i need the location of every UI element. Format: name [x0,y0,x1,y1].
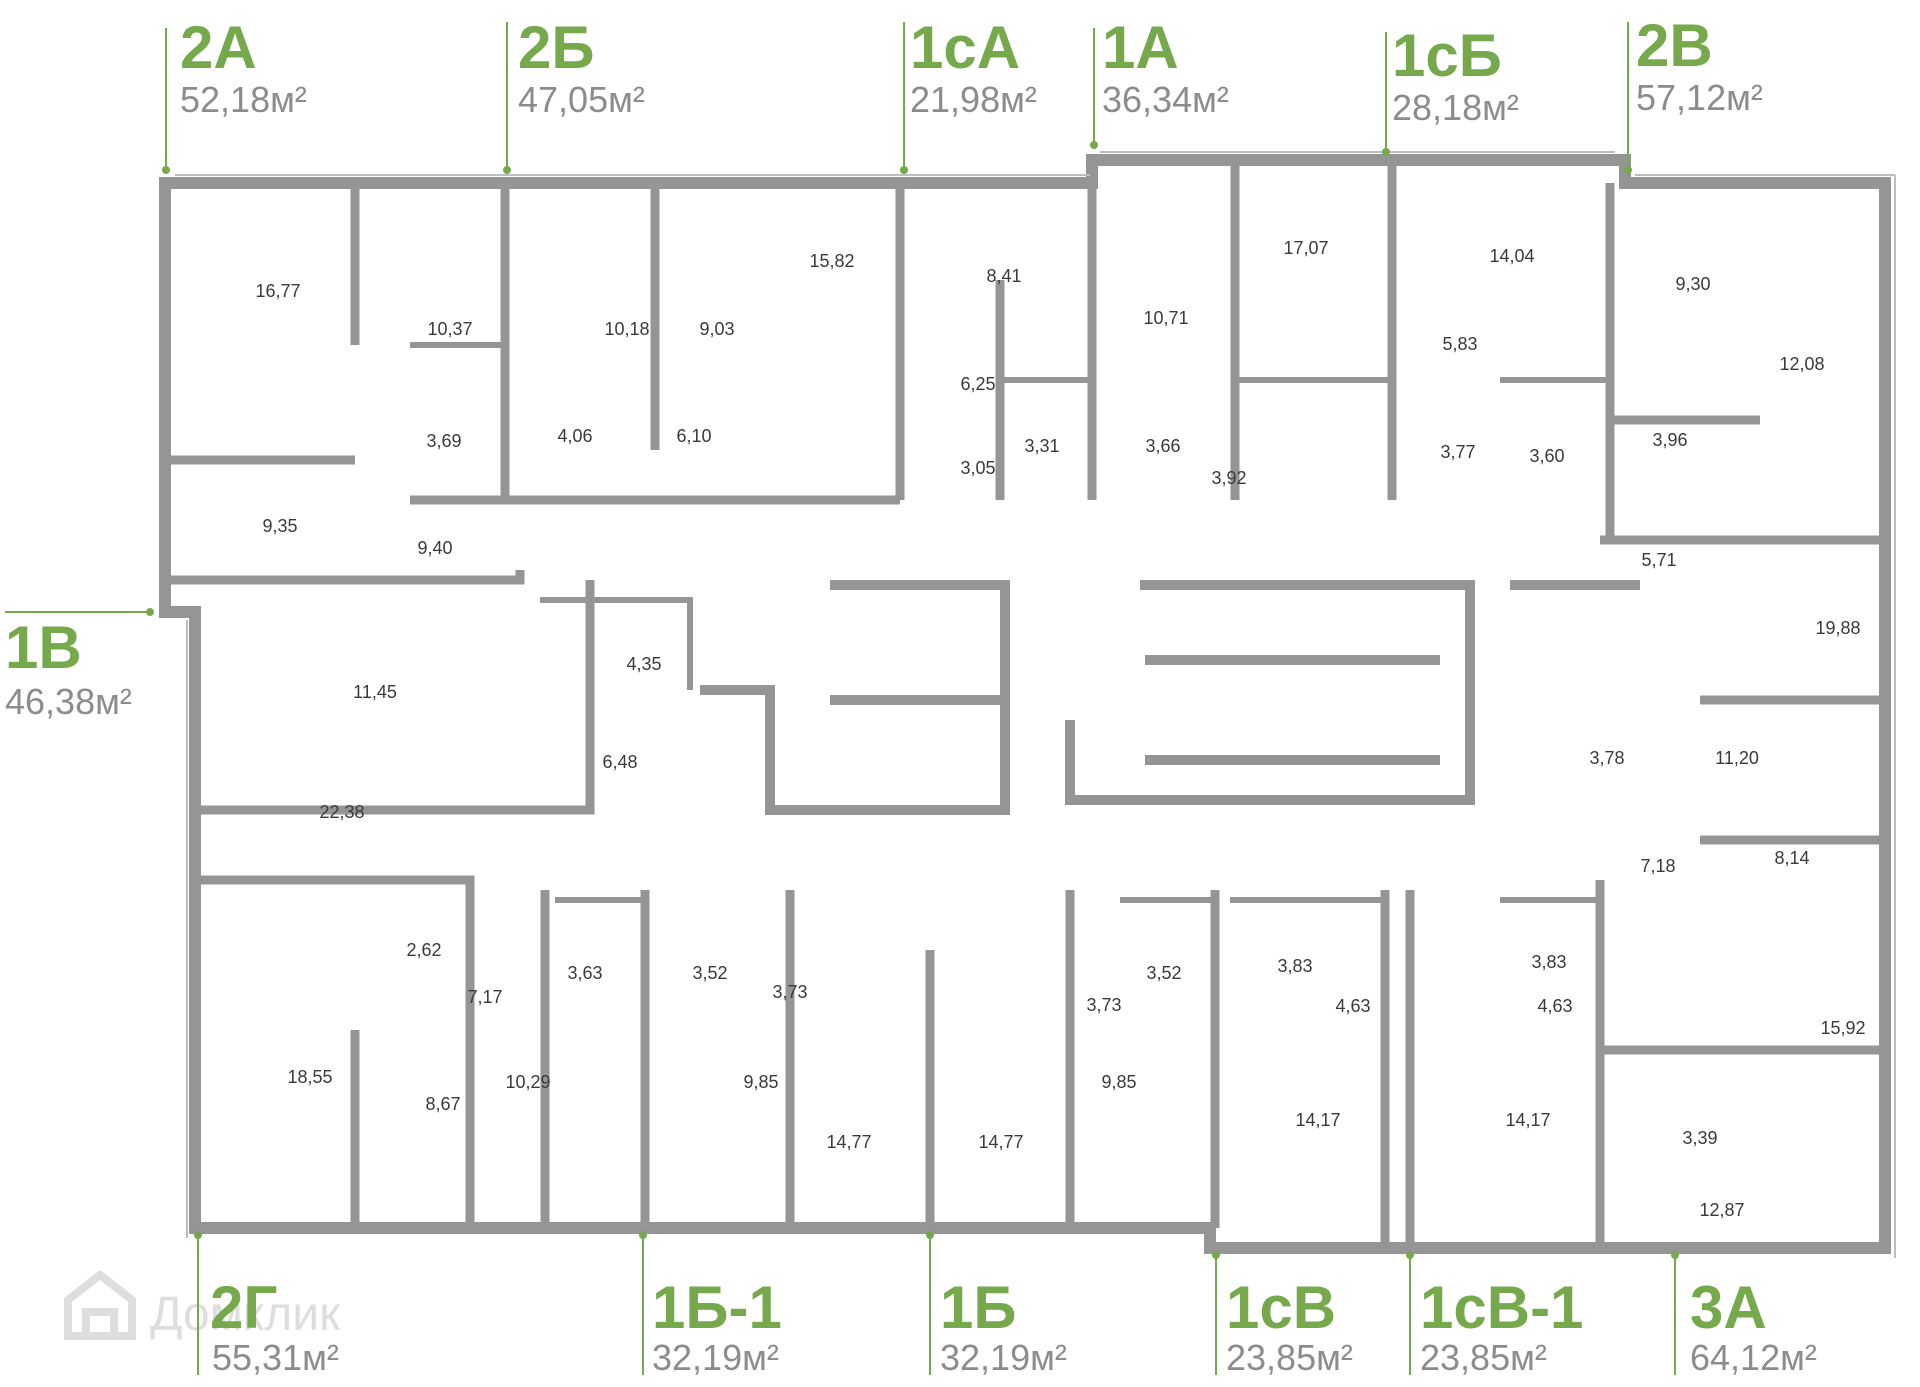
room-area: 3,96 [1652,430,1687,450]
building-walls [159,151,1896,1258]
room-area: 9,85 [1101,1072,1136,1092]
apartment-area: 23,85м² [1226,1337,1353,1378]
watermark-text: Домклик [150,1288,341,1341]
room-area: 18,55 [287,1067,332,1087]
room-area: 3,77 [1440,442,1475,462]
apartment-code: 2Б [518,14,595,81]
room-area: 4,35 [626,654,661,674]
room-area: 3,83 [1277,956,1312,976]
apartment-area: 57,12м² [1636,77,1763,118]
room-area: 3,31 [1024,436,1059,456]
room-area: 10,18 [604,319,649,339]
room-area: 14,77 [826,1132,871,1152]
room-area: 8,14 [1774,848,1809,868]
room-area: 6,25 [960,374,995,394]
room-area: 2,62 [406,940,441,960]
room-area: 4,06 [557,426,592,446]
room-area: 12,08 [1779,354,1824,374]
room-area: 3,52 [1146,963,1181,983]
apartment-code: 3А [1690,1274,1767,1341]
room-area: 10,29 [505,1072,550,1092]
room-area: 3,05 [960,458,995,478]
room-area: 14,04 [1489,246,1534,266]
room-area: 4,63 [1335,996,1370,1016]
room-area: 11,45 [353,682,397,702]
room-area: 15,92 [1820,1018,1865,1038]
lower-partitions [195,580,1885,1248]
room-area: 11,20 [1715,748,1759,768]
apartment-code: 2А [180,14,257,81]
room-area: 3,66 [1145,436,1180,456]
room-area: 9,30 [1675,274,1710,294]
house-icon [64,1269,136,1340]
upper-partitions [165,160,1885,585]
room-area: 3,92 [1211,468,1246,488]
room-area: 3,83 [1531,952,1566,972]
room-area: 9,35 [262,516,297,536]
apartment-area: 47,05м² [518,79,645,120]
room-area: 22,38 [319,802,364,822]
apartment-labels: 2А 52,18м² 2Б 47,05м² 1сА 21,98м² 1А 36,… [5,12,1817,1378]
apartment-code: 1сВ-1 [1420,1274,1583,1341]
room-area: 5,71 [1641,550,1676,570]
apartment-area: 36,34м² [1102,79,1229,120]
room-area-labels: 16,77 10,37 10,18 9,03 15,82 8,41 10,71 … [255,238,1865,1220]
apartment-code: 2В [1636,12,1713,79]
room-area: 6,10 [676,426,711,446]
room-area: 8,67 [425,1094,460,1114]
room-area: 14,17 [1505,1110,1550,1130]
room-area: 16,77 [255,281,300,301]
room-area: 8,41 [986,266,1021,286]
room-area: 3,69 [426,431,461,451]
window-lines [175,151,1896,1258]
room-area: 3,63 [567,963,602,983]
watermark: Домклик [64,1269,341,1341]
room-area: 10,71 [1143,308,1188,328]
outer-wall [159,154,1891,1254]
apartment-code: 1В [5,614,82,681]
room-area: 14,77 [978,1132,1023,1152]
apartment-code: 1Б [940,1274,1017,1341]
room-area: 9,40 [417,538,452,558]
room-area: 4,63 [1537,996,1572,1016]
room-area: 3,60 [1529,446,1564,466]
room-area: 14,17 [1295,1110,1340,1130]
apartment-code: 2Г [210,1274,277,1341]
apartment-code: 1сА [910,14,1020,81]
room-area: 7,18 [1640,856,1675,876]
apartment-code: 1сБ [1392,22,1502,89]
apartment-code: 1А [1102,14,1179,81]
room-area: 3,52 [692,963,727,983]
room-area: 9,03 [699,319,734,339]
room-area: 12,87 [1699,1200,1744,1220]
apartment-area: 21,98м² [910,79,1037,120]
room-area: 3,39 [1682,1128,1717,1148]
apartment-area: 55,31м² [212,1337,339,1378]
room-area: 10,37 [427,319,472,339]
apartment-area: 28,18м² [1392,87,1519,128]
bathroom-walls [410,342,1610,1050]
apartment-area: 64,12м² [1690,1337,1817,1378]
apartment-area: 23,85м² [1420,1337,1547,1378]
apartment-area: 32,19м² [652,1337,779,1378]
apartment-area: 32,19м² [940,1337,1067,1378]
apartment-area: 46,38м² [5,681,132,722]
room-area: 15,82 [809,251,854,271]
apartment-area: 52,18м² [180,79,307,120]
core [700,580,1640,815]
apartment-markers [5,22,1679,1375]
room-area: 5,83 [1442,334,1477,354]
room-area: 7,17 [467,987,502,1007]
apartment-code: 1Б-1 [652,1274,782,1341]
room-area: 6,48 [602,752,637,772]
room-area: 17,07 [1283,238,1328,258]
room-area: 3,73 [772,982,807,1002]
room-area: 3,78 [1589,748,1624,768]
apartment-code: 1сВ [1226,1274,1336,1341]
room-area: 3,73 [1086,995,1121,1015]
room-area: 9,85 [743,1072,778,1092]
room-area: 19,88 [1815,618,1860,638]
